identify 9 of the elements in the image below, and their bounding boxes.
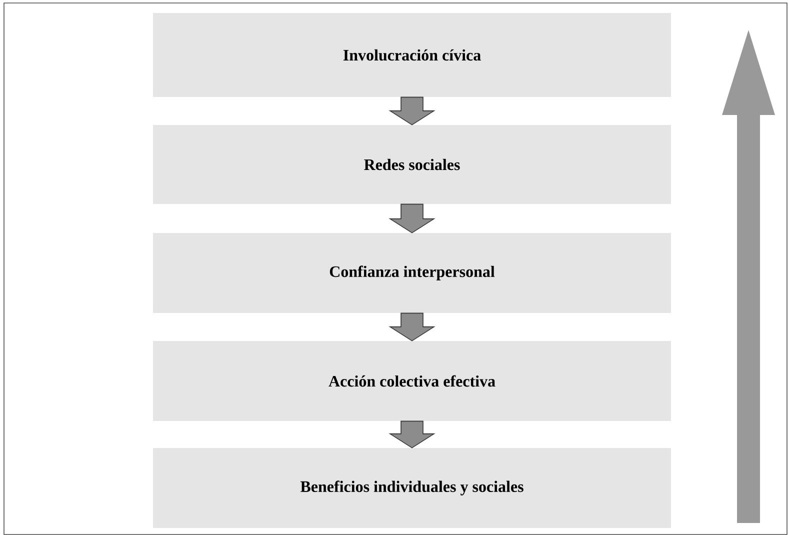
process-box: Involucración cívica	[153, 13, 671, 97]
process-box: Confianza interpersonal	[153, 233, 671, 313]
block-arrow	[388, 312, 436, 342]
process-box: Acción colectiva efectiva	[153, 341, 671, 421]
process-box: Beneficios individuales y sociales	[153, 448, 671, 528]
block-arrow	[388, 96, 436, 126]
block-arrow	[388, 420, 436, 448]
process-box: Redes sociales	[153, 125, 671, 204]
block-arrow	[388, 204, 436, 234]
